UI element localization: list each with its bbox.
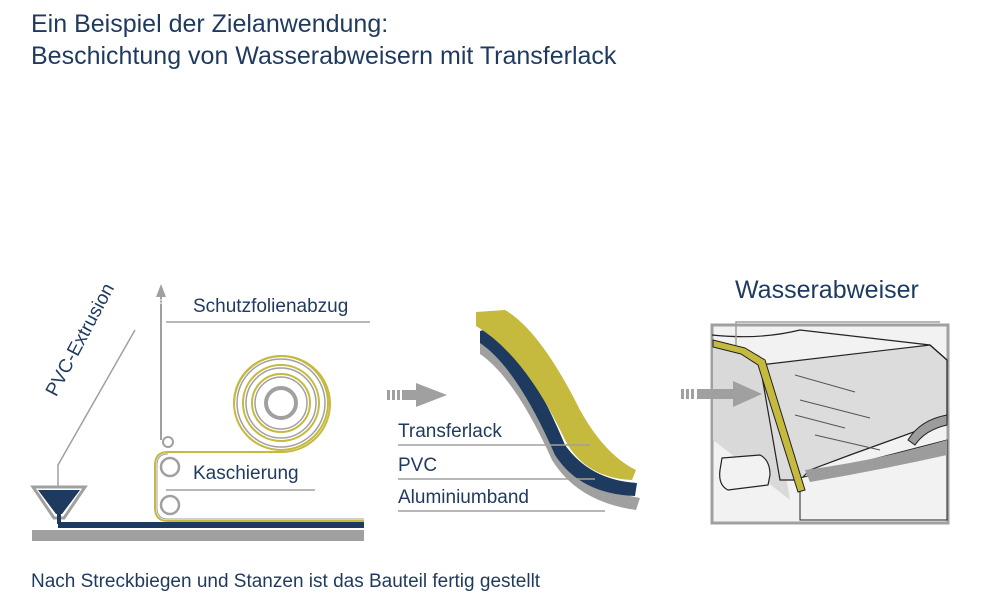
application-label: Wasserabweiser — [735, 276, 919, 304]
footer-caption: Nach Streckbiegen und Stanzen ist das Ba… — [31, 571, 541, 592]
pvc-strip — [58, 522, 364, 528]
page-title: Ein Beispiel der Zielanwendung: Beschich… — [31, 8, 616, 72]
layer-label-aluminiumband: Aluminiumband — [398, 487, 529, 508]
extruder-funnel-icon — [30, 485, 88, 520]
layer-label-pvc: PVC — [398, 455, 438, 476]
layer-stack — [398, 310, 640, 512]
lamination-process — [30, 284, 370, 541]
aluminium-strip — [32, 530, 364, 541]
mirror-icon — [719, 454, 771, 491]
small-roller-icon — [162, 436, 174, 448]
arrow-up-icon — [156, 284, 166, 297]
car-illustration — [681, 321, 950, 525]
layer-label-transferlack: Transferlack — [398, 421, 502, 442]
roller-top-icon — [159, 456, 181, 478]
lamination-label: Kaschierung — [193, 463, 299, 484]
arrow-right-icon — [681, 381, 762, 407]
title-line-2: Beschichtung von Wasserabweisern mit Tra… — [31, 42, 617, 70]
film-removal-label: Schutzfolienabzug — [193, 296, 349, 317]
roller-bottom-icon — [159, 494, 181, 516]
coil-icon — [233, 355, 329, 451]
title-line-1: Ein Beispiel der Zielanwendung: — [31, 10, 389, 38]
arrow-right-icon — [387, 383, 447, 407]
